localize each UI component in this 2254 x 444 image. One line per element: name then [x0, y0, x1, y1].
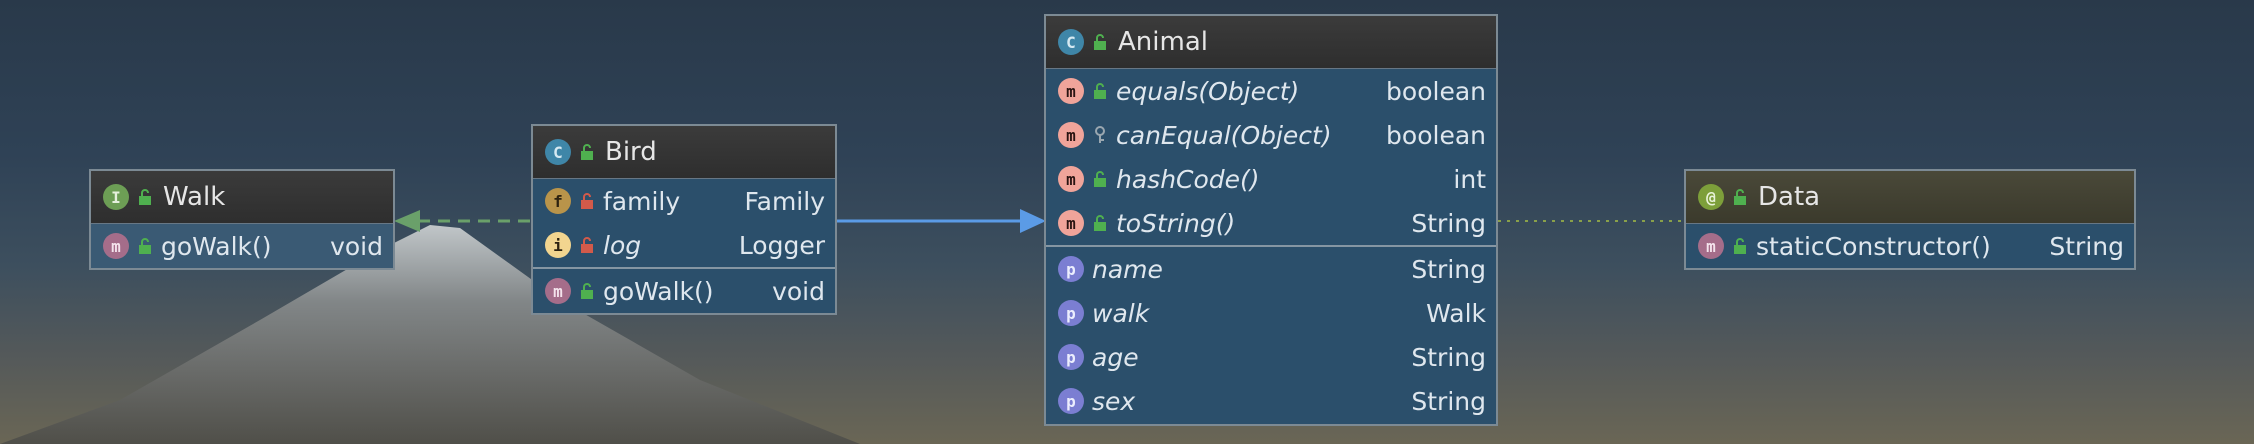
implements-arrowhead [394, 210, 420, 232]
animal-class-node[interactable]: C Animal m equals(Object) boolean m canE… [1044, 14, 1498, 426]
field-name: log [603, 230, 642, 260]
public-lock-icon [1094, 171, 1106, 187]
protected-key-icon [1095, 126, 1105, 143]
animal-property-walk[interactable]: p walk Walk [1046, 291, 1496, 335]
property-type: Walk [1426, 298, 1486, 328]
animal-property-age[interactable]: p age String [1046, 335, 1496, 379]
property-name: sex [1092, 386, 1136, 416]
animal-method-tostring[interactable]: m toString() String [1046, 201, 1496, 245]
property-name: walk [1092, 298, 1150, 328]
property-type: String [1411, 386, 1486, 416]
property-icon: p [1058, 256, 1084, 282]
method-type: String [1411, 208, 1486, 238]
walk-header[interactable]: I Walk [91, 171, 393, 224]
private-lock-icon [581, 193, 593, 209]
walk-method-gowalk[interactable]: m goWalk() void [91, 224, 393, 268]
walk-title: Walk [163, 182, 226, 212]
field-type: Family [744, 186, 825, 216]
property-name: name [1092, 254, 1163, 284]
method-name: toString() [1116, 208, 1236, 238]
property-name: age [1092, 342, 1139, 372]
method-type: void [330, 231, 383, 261]
class-icon: C [1058, 29, 1084, 55]
animal-property-name[interactable]: p name String [1046, 245, 1496, 291]
public-lock-icon [1734, 189, 1746, 205]
method-icon: m [1058, 122, 1084, 148]
walk-interface-node[interactable]: I Walk m goWalk() void [89, 169, 395, 270]
method-name: goWalk() [603, 276, 714, 306]
private-lock-icon [581, 237, 593, 253]
method-type: boolean [1386, 120, 1486, 150]
animal-method-canequal[interactable]: m canEqual(Object) boolean [1046, 113, 1496, 157]
property-type: String [1411, 342, 1486, 372]
data-title: Data [1758, 182, 1821, 212]
animal-property-sex[interactable]: p sex String [1046, 379, 1496, 423]
public-lock-icon [1094, 83, 1106, 99]
public-lock-icon [139, 238, 151, 254]
method-type: boolean [1386, 76, 1486, 106]
data-method-staticconstructor[interactable]: m staticConstructor() String [1686, 224, 2134, 268]
field-icon: f [545, 188, 571, 214]
animal-method-equals[interactable]: m equals(Object) boolean [1046, 69, 1496, 113]
method-name: hashCode() [1116, 164, 1260, 194]
method-name: canEqual(Object) [1116, 120, 1332, 150]
property-icon: p [1058, 388, 1084, 414]
property-icon: p [1058, 344, 1084, 370]
method-icon: m [545, 278, 571, 304]
public-lock-icon [139, 189, 151, 205]
method-type: void [772, 276, 825, 306]
animal-method-hashcode[interactable]: m hashCode() int [1046, 157, 1496, 201]
animal-header[interactable]: C Animal [1046, 16, 1496, 69]
animal-title: Animal [1118, 27, 1208, 57]
data-header[interactable]: @ Data [1686, 171, 2134, 224]
method-type: String [2049, 231, 2124, 261]
method-name: goWalk() [161, 231, 272, 261]
public-lock-icon [1094, 215, 1106, 231]
method-icon: m [1058, 78, 1084, 104]
property-type: String [1411, 254, 1486, 284]
method-icon: m [1058, 166, 1084, 192]
method-type: int [1453, 164, 1486, 194]
bird-title: Bird [605, 137, 657, 167]
data-annotation-node[interactable]: @ Data m staticConstructor() String [1684, 169, 2136, 270]
method-name: staticConstructor() [1756, 231, 1991, 261]
method-icon: m [1058, 210, 1084, 236]
interface-icon: I [103, 184, 129, 210]
bird-class-node[interactable]: C Bird f family Family i log Logger m go… [531, 124, 837, 315]
method-icon: m [103, 233, 129, 259]
bird-field-log[interactable]: i log Logger [533, 223, 835, 267]
bird-field-family[interactable]: f family Family [533, 179, 835, 223]
public-lock-icon [1734, 238, 1746, 254]
bird-method-gowalk[interactable]: m goWalk() void [533, 267, 835, 313]
field-name: family [603, 186, 681, 216]
annotation-icon: @ [1698, 184, 1724, 210]
static-field-icon: i [545, 232, 571, 258]
method-name: equals(Object) [1116, 76, 1300, 106]
public-lock-icon [1094, 34, 1106, 50]
bird-header[interactable]: C Bird [533, 126, 835, 179]
field-type: Logger [738, 230, 825, 260]
public-lock-icon [581, 283, 593, 299]
property-icon: p [1058, 300, 1084, 326]
method-icon: m [1698, 233, 1724, 259]
extends-arrowhead [1020, 209, 1046, 233]
public-lock-icon [581, 144, 593, 160]
class-icon: C [545, 139, 571, 165]
